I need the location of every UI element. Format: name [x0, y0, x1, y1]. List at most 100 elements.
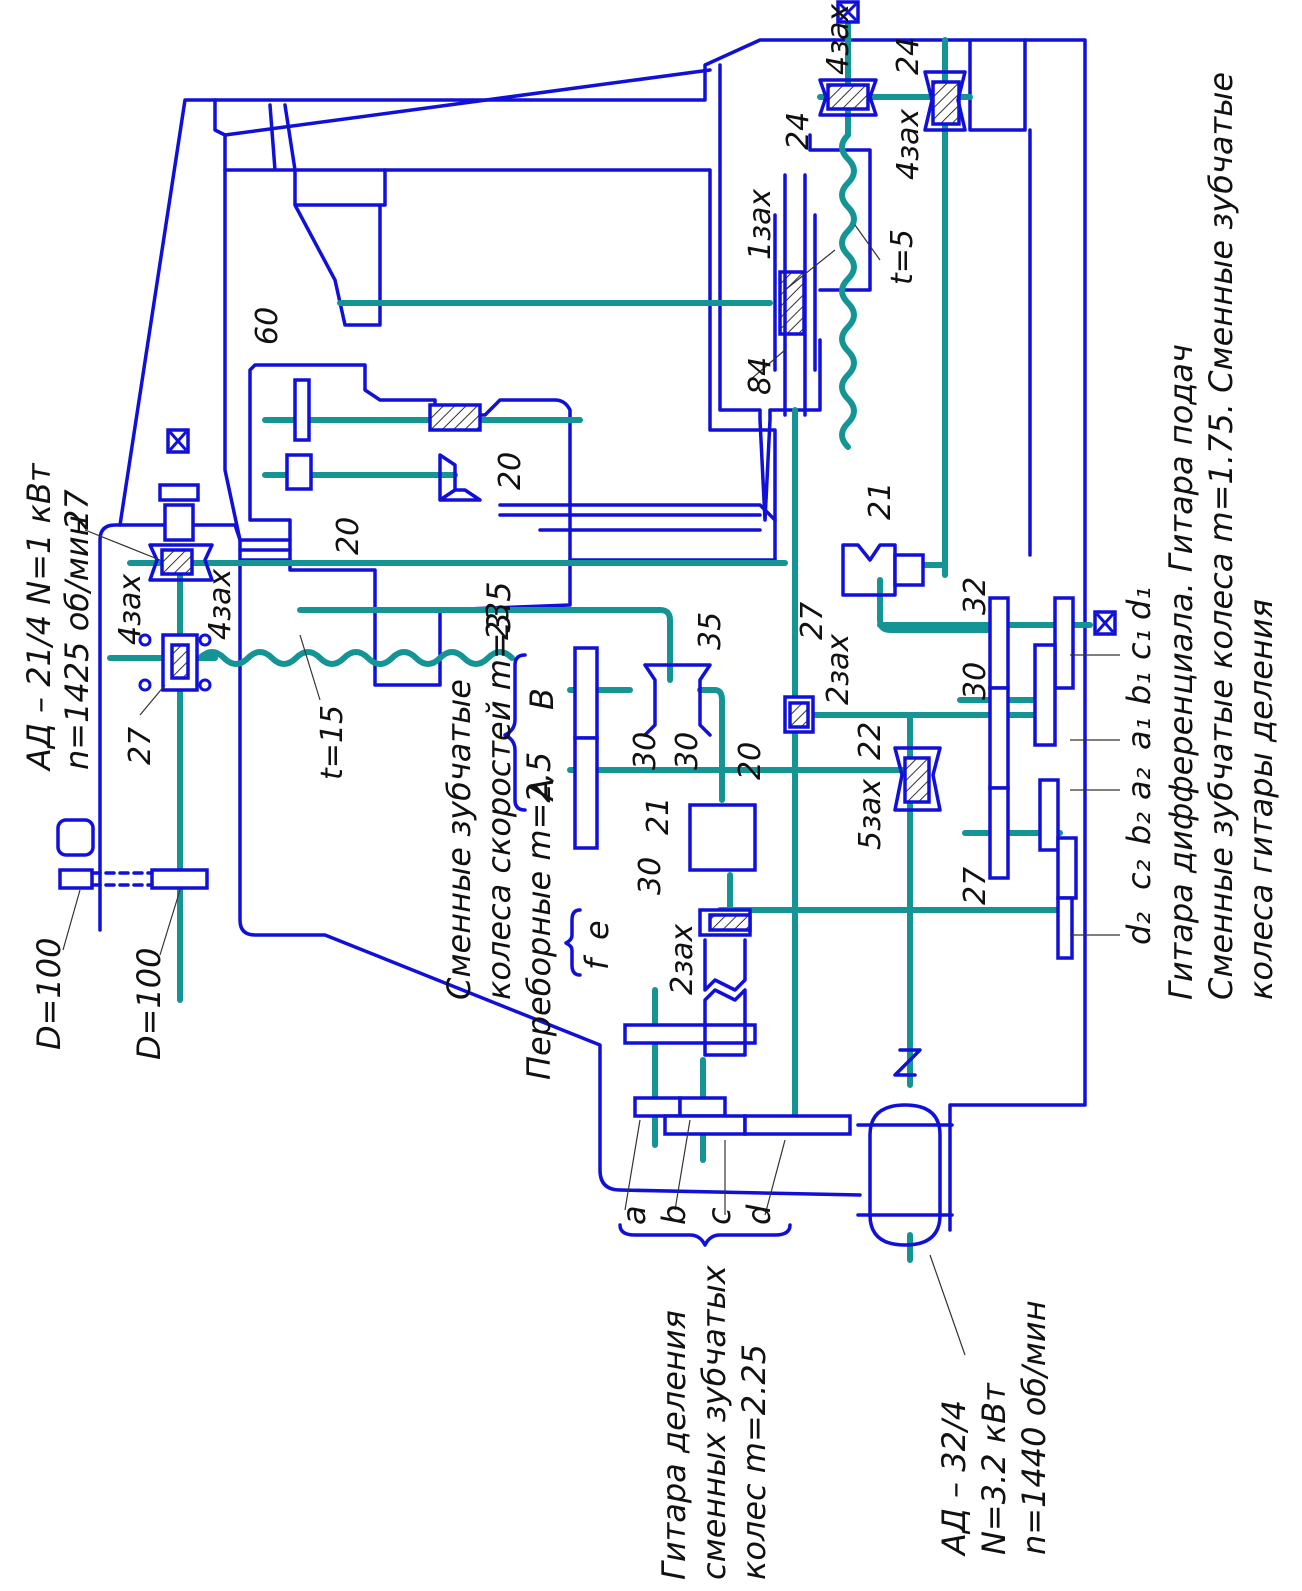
- diff-coupling: [893, 553, 925, 587]
- table-1zax-label: 1зах: [743, 189, 778, 260]
- frame-outline-upper: [98, 523, 862, 1197]
- guitar-gear-27: [988, 786, 1010, 880]
- main-motor-label-3: n=1440 об/мин: [1015, 1300, 1053, 1555]
- worm-27: [170, 643, 190, 680]
- guitar-32-label: 32: [958, 577, 993, 615]
- bevel-23-label: 23: [481, 602, 516, 640]
- division-gear-d-label: d: [740, 1204, 778, 1225]
- main-motor: [856, 1103, 954, 1247]
- division-gear-a-label: a: [615, 1205, 653, 1225]
- coupling-left-1: [158, 483, 200, 502]
- belt: [90, 871, 154, 887]
- guitar-gear-a2-label: a₂: [1120, 767, 1158, 800]
- hob-cutter: [708, 913, 752, 932]
- frame-ram: [293, 168, 387, 327]
- labels: АД – 21/4 N=1 кВт n=1425 об/мин 27 4зах …: [20, 4, 1280, 1580]
- worm-wheel-left: [148, 543, 214, 582]
- division-gear-b: [678, 1096, 727, 1118]
- worm-top-2: [931, 80, 961, 126]
- cross-mark-right: [1095, 613, 1115, 633]
- diff-27-label: 27: [795, 602, 830, 640]
- pulley-left-label: D=100: [30, 937, 68, 1050]
- table-worm-housing: [773, 173, 817, 417]
- cross-mark-left: [168, 431, 188, 451]
- speed-caption-1: Сменные зубчатые: [440, 679, 478, 1000]
- hob-bevel-box: [688, 803, 757, 872]
- cross-mark-top: [838, 2, 858, 22]
- hob-2zax-label: 2зах: [665, 924, 700, 995]
- diff-gears-21-label: 21: [641, 797, 676, 835]
- guitar-gear-c1: [1033, 643, 1057, 747]
- feed-motor-label-2: n=1425 об/мин: [58, 515, 96, 770]
- top-24b-label: 24: [891, 37, 926, 75]
- guitar-gear-c2-label: c₂: [1120, 859, 1158, 890]
- division-brace: [618, 1223, 792, 1247]
- division-gear-b-label: b: [655, 1205, 693, 1225]
- screw-t5-label: t=5: [885, 229, 920, 285]
- change-gear-B: [573, 646, 599, 740]
- main-motor-label-1: АД – 32/4: [935, 1400, 973, 1557]
- leader: [139, 684, 166, 716]
- pulley-right: [150, 868, 209, 890]
- guitar-gear-d2: [1056, 896, 1074, 960]
- bevel-20-label: 20: [493, 452, 528, 490]
- top-24a-label: 24: [781, 112, 816, 150]
- main-motor-label-2: N=3.2 кВт: [975, 1382, 1013, 1555]
- worm-4zax-label-b: 4зах: [203, 569, 238, 640]
- shaft-bevel-out: [697, 687, 725, 803]
- division-caption-1: Гитара деления: [655, 1310, 693, 1580]
- differential-bevel: [841, 543, 897, 597]
- guitar-gear-b2-label: b₂: [1120, 812, 1158, 845]
- bevel-30a-label: 30: [628, 732, 663, 770]
- feed-caption-2: Сменные зубчатые колеса m=1.75. Сменные …: [1202, 72, 1240, 1000]
- feed-motor-label-1: АД – 21/4 N=1 кВт: [20, 462, 58, 772]
- division-caption-3: колес m=2.25: [735, 1344, 773, 1580]
- motor-coupling-z: [893, 1048, 922, 1077]
- worm-2zax-label: 2зах: [821, 634, 856, 705]
- speed-caption-2: колеса скоростей m=3.5: [480, 581, 518, 1000]
- feed-caption-1: Гитара дифференциала. Гитара подач: [1162, 344, 1200, 1000]
- frame-upper-beam: [213, 38, 1027, 132]
- guitar-30-label: 30: [958, 662, 993, 700]
- bearing-dot: [198, 678, 212, 692]
- bevel-35-30-30: [643, 663, 712, 737]
- feed-worm-27-label: 27: [58, 489, 96, 530]
- worm-4zax-label-a: 4зах: [113, 574, 148, 645]
- division-gear-c-label: c: [700, 1207, 738, 1225]
- leader: [854, 224, 881, 261]
- guitar-gear-a1-label: a₁: [1120, 718, 1158, 750]
- hob-lower-housing: [703, 938, 747, 1057]
- leader: [84, 529, 161, 561]
- gear-60-label: 60: [250, 307, 285, 345]
- worm-22-label: 22: [853, 722, 888, 760]
- guitar-gear-d2-label: d₂: [1120, 912, 1158, 945]
- bearing-dot: [138, 633, 152, 647]
- reversing-gear-e-label: e: [578, 920, 616, 940]
- pulley-left: [58, 868, 94, 890]
- leader: [62, 889, 81, 951]
- frame-housing-feed: [248, 363, 572, 687]
- table-84-label: 84: [743, 357, 778, 395]
- hob-30-label: 30: [633, 857, 668, 895]
- leader: [159, 889, 181, 956]
- leader: [674, 1119, 691, 1211]
- frame-lower-chamfer: [498, 503, 777, 532]
- diff-21-label: 21: [863, 482, 898, 520]
- frame-column-outline: [118, 98, 242, 542]
- gear-60: [293, 378, 311, 442]
- screw-t15-label: t=15: [315, 705, 350, 780]
- top-4zax-a-label: 4зах: [821, 4, 856, 75]
- feed-motor-body: [56, 818, 95, 857]
- screw-vertical-t5: [839, 132, 857, 450]
- components: [56, 0, 1117, 1247]
- leader: [624, 1119, 641, 1211]
- division-gear-c: [663, 1114, 747, 1136]
- gear-20-feed-label: 20: [331, 517, 366, 555]
- worm-wheel-top-1: [818, 78, 878, 117]
- leader: [784, 249, 836, 291]
- gear-fe: [623, 1023, 757, 1045]
- coupling-left-2: [163, 503, 195, 542]
- worm-left-4zax: [160, 548, 194, 576]
- speed-gear-A-label: A: [523, 778, 561, 802]
